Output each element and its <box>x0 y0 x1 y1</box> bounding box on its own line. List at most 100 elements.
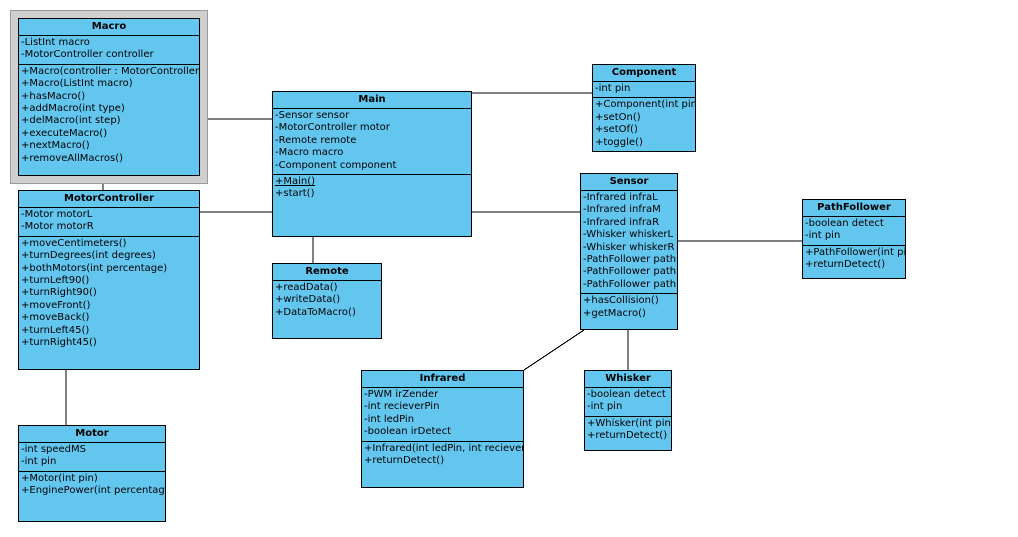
uml-attribute: -Component component <box>275 159 397 171</box>
uml-operations-motorcontroller: +moveCentimeters()+turnDegrees(int degre… <box>19 237 199 352</box>
uml-class-title-whisker: Whisker <box>585 371 671 388</box>
uml-attributes-motor: -int speedMS-int pin <box>19 443 165 472</box>
uml-operation: +moveCentimeters() <box>21 237 127 249</box>
uml-operation: +moveBack() <box>21 312 90 324</box>
uml-operation: +delMacro(int step) <box>21 115 121 127</box>
uml-operation: +Macro(ListInt macro) <box>21 78 133 90</box>
uml-operation: +hasCollision() <box>583 295 659 307</box>
uml-attribute: -PathFollower pathL <box>583 254 678 266</box>
uml-class-title-component: Component <box>593 65 695 82</box>
uml-operation: +Whisker(int pin) <box>587 417 672 429</box>
uml-operations-component: +Component(int pin)+setOn()+setOf()+togg… <box>593 98 695 151</box>
uml-attributes-pathfollower: -boolean detect-int pin <box>803 217 905 246</box>
uml-attribute: -boolean detect <box>587 389 666 400</box>
uml-class-title-macro: Macro <box>19 19 199 36</box>
uml-class-main[interactable]: Main-Sensor sensor-MotorController motor… <box>272 91 472 237</box>
uml-operation: +turnDegrees(int degrees) <box>21 250 156 262</box>
uml-class-motor[interactable]: Motor-int speedMS-int pin+Motor(int pin)… <box>18 425 166 522</box>
uml-attributes-motorcontroller: -Motor motorL-Motor motorR <box>19 208 199 237</box>
uml-attribute: -Whisker whiskerL <box>583 229 674 241</box>
uml-operation: +hasMacro() <box>21 90 86 102</box>
uml-attribute: -ListInt macro <box>21 37 90 48</box>
uml-attribute: -int pin <box>21 456 57 468</box>
uml-attribute: -Infrared infraR <box>583 216 660 228</box>
uml-attributes-sensor: -Infrared infraL-Infrared infraM-Infrare… <box>581 191 678 295</box>
uml-operation: +removeAllMacros() <box>21 152 124 164</box>
uml-class-title-motorcontroller: MotorController <box>19 191 199 208</box>
uml-operations-macro: +Macro(controller : MotorController)+Mac… <box>19 65 199 167</box>
uml-operation: +Component(int pin) <box>595 99 696 111</box>
uml-attribute: -PathFollower pathR <box>583 278 678 290</box>
uml-operation: +Motor(int pin) <box>21 472 98 484</box>
uml-attribute: -Remote remote <box>275 134 357 146</box>
uml-class-title-main: Main <box>273 92 471 109</box>
uml-attributes-whisker: -boolean detect-int pin <box>585 388 671 417</box>
uml-operation: +getMacro() <box>583 307 646 319</box>
uml-class-title-remote: Remote <box>273 264 381 281</box>
uml-operations-pathfollower: +PathFollower(int pin)+returnDetect() <box>803 246 905 274</box>
uml-class-title-sensor: Sensor <box>581 174 677 191</box>
uml-class-whisker[interactable]: Whisker-boolean detect-int pin+Whisker(i… <box>584 370 672 451</box>
uml-attributes-component: -int pin <box>593 82 695 99</box>
uml-operation: +writeData() <box>275 294 341 306</box>
uml-class-pathfollower[interactable]: PathFollower-boolean detect-int pin+Path… <box>802 199 906 279</box>
uml-operation: +DataToMacro() <box>275 306 356 318</box>
uml-attributes-macro: -ListInt macro-MotorController controlle… <box>19 36 199 65</box>
uml-operation: +EnginePower(int percentage) <box>21 485 166 497</box>
uml-operation: +returnDetect() <box>805 259 886 271</box>
uml-attribute: -Whisker whiskerR <box>583 241 675 253</box>
uml-operation: +turnRight45() <box>21 337 97 349</box>
uml-class-component[interactable]: Component-int pin+Component(int pin)+set… <box>592 64 696 152</box>
uml-attribute: -int pin <box>805 230 841 242</box>
uml-operation: +returnDetect() <box>587 430 668 442</box>
uml-class-sensor[interactable]: Sensor-Infrared infraL-Infrared infraM-I… <box>580 173 678 330</box>
uml-operations-whisker: +Whisker(int pin)+returnDetect() <box>585 417 671 445</box>
uml-operation: +executeMacro() <box>21 127 108 139</box>
uml-operation: +nextMacro() <box>21 140 90 152</box>
uml-attribute: -Motor motorL <box>21 209 93 220</box>
uml-class-macro[interactable]: Macro-ListInt macro-MotorController cont… <box>18 18 200 176</box>
uml-attribute: -int speedMS <box>21 444 87 455</box>
uml-attribute: -int ledPin <box>364 413 415 425</box>
uml-operation: +turnRight90() <box>21 287 97 299</box>
uml-operation: +turnLeft90() <box>21 275 90 287</box>
uml-attribute: -PWM irZender <box>364 389 439 400</box>
uml-class-infrared[interactable]: Infrared-PWM irZender-int recieverPin-in… <box>361 370 524 488</box>
uml-attribute: -PathFollower pathM <box>583 266 678 278</box>
uml-class-remote[interactable]: Remote+readData()+writeData()+DataToMacr… <box>272 263 382 339</box>
uml-operations-motor: +Motor(int pin)+EnginePower(int percenta… <box>19 472 165 500</box>
uml-operations-remote: +readData()+writeData()+DataToMacro() <box>273 281 381 321</box>
uml-attribute: -boolean detect <box>805 218 884 229</box>
uml-attribute: -Motor motorR <box>21 221 94 233</box>
uml-attribute: -boolean irDetect <box>364 426 452 438</box>
uml-operation: +setOf() <box>595 124 638 136</box>
uml-operations-sensor: +hasCollision()+getMacro() <box>581 294 677 322</box>
uml-attribute: -Infrared infraM <box>583 204 661 216</box>
uml-class-title-pathfollower: PathFollower <box>803 200 905 217</box>
uml-attribute: -int pin <box>595 83 631 94</box>
uml-attribute: -int recieverPin <box>364 401 440 413</box>
uml-operation: +turnLeft45() <box>21 324 90 336</box>
uml-attribute: -Sensor sensor <box>275 110 350 121</box>
uml-operation: +moveFront() <box>21 299 91 311</box>
uml-attribute: -int pin <box>587 401 623 413</box>
uml-attribute: -Infrared infraL <box>583 192 658 203</box>
uml-operation: +returnDetect() <box>364 455 445 467</box>
uml-operation: +bothMotors(int percentage) <box>21 262 168 274</box>
connection-sensor-infrared[interactable] <box>523 329 585 371</box>
uml-operation: +readData() <box>275 282 338 293</box>
uml-attributes-main: -Sensor sensor-MotorController motor-Rem… <box>273 109 471 176</box>
uml-operation: +addMacro(int type) <box>21 103 125 115</box>
uml-operations-main: +Main()+start() <box>273 175 471 203</box>
uml-operation: +Main() <box>275 176 316 188</box>
uml-operation: +setOn() <box>595 111 641 123</box>
uml-operation: +PathFollower(int pin) <box>805 246 906 258</box>
uml-operation: +Macro(controller : MotorController) <box>21 65 200 77</box>
uml-attributes-infrared: -PWM irZender-int recieverPin-int ledPin… <box>362 388 523 442</box>
uml-class-motorcontroller[interactable]: MotorController-Motor motorL-Motor motor… <box>18 190 200 370</box>
uml-operation: +toggle() <box>595 136 643 148</box>
uml-operation: +start() <box>275 188 315 200</box>
uml-attribute: -MotorController motor <box>275 122 390 134</box>
uml-attribute: -MotorController controller <box>21 49 154 61</box>
